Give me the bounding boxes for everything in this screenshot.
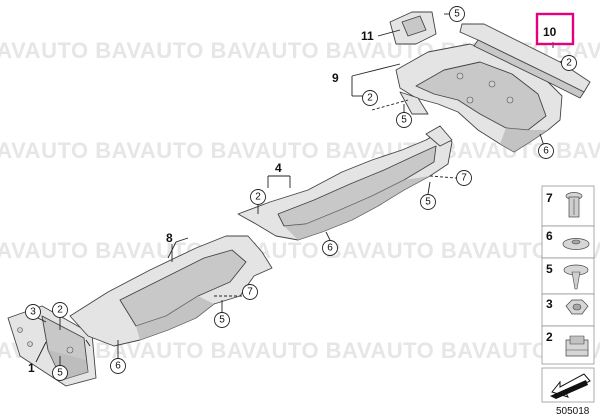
spring-clip-icon bbox=[565, 335, 589, 357]
legend-number: 2 bbox=[546, 330, 553, 344]
part-11-bracket[interactable] bbox=[389, 11, 437, 45]
part-10-rail[interactable] bbox=[459, 23, 591, 99]
leader-lines bbox=[35, 13, 565, 366]
callout[interactable]: 2 bbox=[561, 55, 577, 71]
callout-number: 7 bbox=[247, 287, 253, 298]
callout-number: 3 bbox=[30, 307, 36, 318]
callout[interactable]: 2 bbox=[250, 189, 266, 205]
part-label-8: 8 bbox=[166, 231, 173, 245]
flat-nut-icon bbox=[562, 238, 590, 250]
part-1-bracket[interactable] bbox=[7, 305, 97, 387]
part-label-10: 10 bbox=[543, 25, 557, 39]
direction-arrow-box bbox=[541, 367, 595, 403]
callout-number: 7 bbox=[461, 173, 467, 184]
watermark-row: BAVAUTO BAVAUTO BAVAUTO BAVAUTO BAVAUTO … bbox=[0, 238, 600, 263]
part-label-4: 4 bbox=[275, 161, 282, 175]
part-label-11: 11 bbox=[361, 29, 374, 43]
callout[interactable]: 6 bbox=[322, 240, 338, 256]
legend-item-6[interactable]: 6 bbox=[541, 225, 595, 259]
figure-number: 505018 bbox=[556, 406, 590, 417]
callout[interactable]: 5 bbox=[396, 112, 412, 128]
callout[interactable]: 5 bbox=[214, 312, 230, 328]
legend-item-5[interactable]: 5 bbox=[541, 257, 595, 295]
callout[interactable]: 3 bbox=[25, 304, 41, 320]
callout[interactable]: 2 bbox=[52, 302, 68, 318]
callout-number: 6 bbox=[327, 243, 333, 254]
highlight-frame bbox=[535, 12, 575, 46]
legend-number: 6 bbox=[546, 229, 553, 243]
callout-number: 5 bbox=[454, 9, 460, 20]
watermark-row: BAVAUTO BAVAUTO BAVAUTO BAVAUTO BAVAUTO … bbox=[0, 338, 600, 363]
legend-item-2[interactable]: 2 bbox=[541, 325, 595, 365]
hex-nut-icon bbox=[565, 299, 589, 315]
callout[interactable]: 5 bbox=[420, 194, 436, 210]
part-4-heat-shield[interactable] bbox=[237, 125, 453, 241]
callout[interactable]: 6 bbox=[110, 358, 126, 374]
callout-number: 5 bbox=[219, 315, 225, 326]
part-labels: 1 8 4 9 11 10 bbox=[28, 25, 557, 375]
callout-number: 5 bbox=[401, 115, 407, 126]
legend-item-3[interactable]: 3 bbox=[541, 293, 595, 327]
callout-number: 2 bbox=[367, 93, 373, 104]
callout[interactable]: 5 bbox=[449, 6, 465, 22]
callout-number: 5 bbox=[57, 368, 63, 379]
part-label-9: 9 bbox=[332, 71, 339, 85]
callout-number: 2 bbox=[57, 305, 63, 316]
callout[interactable]: 5 bbox=[52, 365, 68, 381]
callout[interactable]: 7 bbox=[242, 284, 258, 300]
fastener-legend: 7 6 5 3 bbox=[541, 185, 595, 403]
part-8-heat-shield[interactable] bbox=[69, 235, 273, 347]
legend-number: 7 bbox=[546, 191, 553, 205]
callout-number: 6 bbox=[115, 361, 121, 372]
callout-number: 5 bbox=[425, 197, 431, 208]
callout-number: 2 bbox=[566, 58, 572, 69]
callouts: 3 2 5 6 7 5 2 6 7 5 2 5 6 5 2 bbox=[25, 6, 577, 381]
callout-number: 6 bbox=[543, 146, 549, 157]
legend-number: 3 bbox=[546, 297, 553, 311]
clip-nut-icon bbox=[563, 264, 589, 290]
callout[interactable]: 7 bbox=[456, 170, 472, 186]
callout-number: 2 bbox=[255, 192, 261, 203]
expanding-nut-icon bbox=[565, 192, 583, 218]
callout[interactable]: 6 bbox=[538, 143, 554, 159]
legend-item-7[interactable]: 7 bbox=[541, 185, 595, 227]
arrow-icon bbox=[550, 373, 591, 399]
callout[interactable]: 2 bbox=[362, 90, 378, 106]
part-label-1: 1 bbox=[28, 361, 35, 375]
legend-number: 5 bbox=[546, 262, 553, 276]
